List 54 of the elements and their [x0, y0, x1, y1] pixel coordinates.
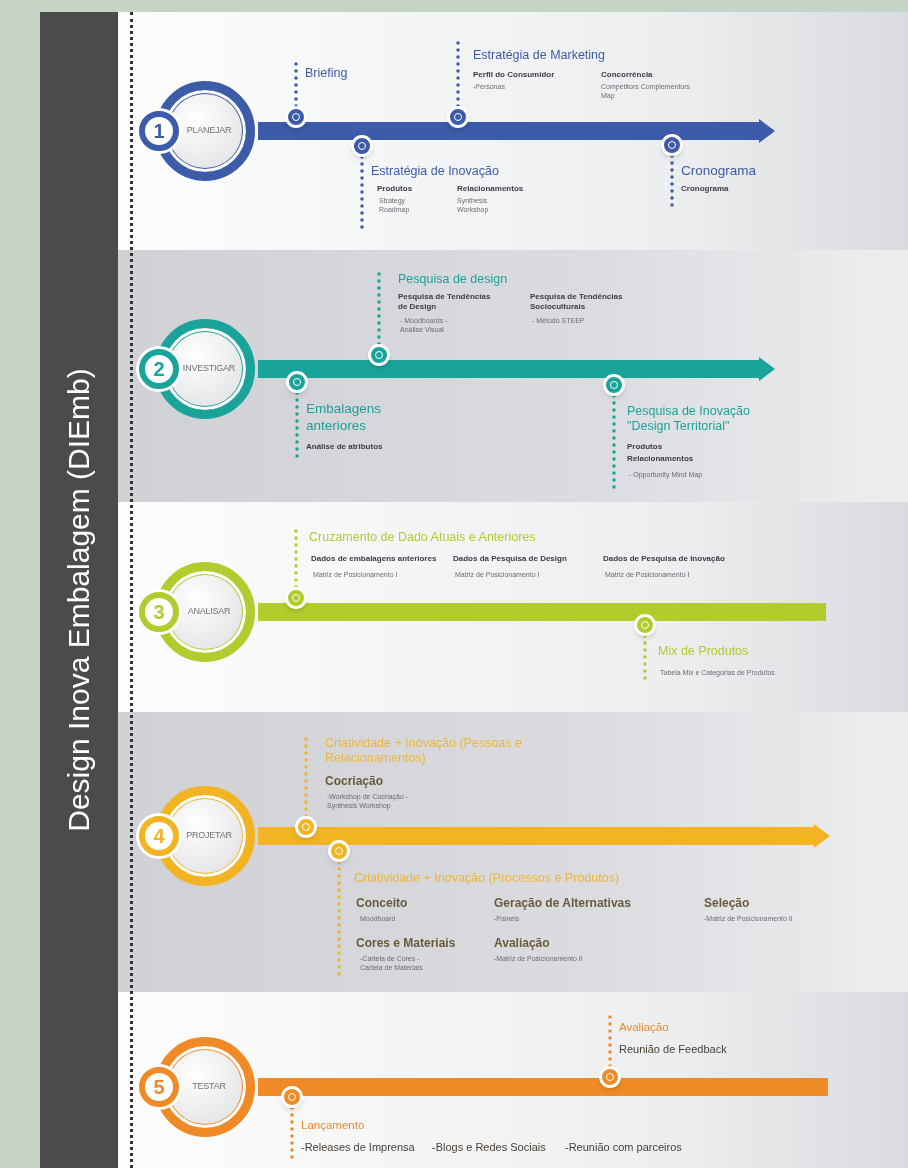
step-subheading: Seleção — [704, 896, 750, 911]
diagram-title: Design Inova Embalagem (DIEmb) — [64, 368, 94, 832]
leader-line — [295, 391, 299, 460]
step-subheading: Produtos — [627, 442, 663, 452]
step-number: 1 — [139, 111, 179, 151]
step-heading: Criatividade + Inovação (Processos e Produtos) — [354, 871, 620, 886]
leader-line — [612, 394, 616, 490]
step-subheading: Produtos — [377, 184, 413, 194]
step-heading: Cronograma — [681, 162, 757, 179]
step-heading: Estratégia de Marketing — [473, 48, 605, 63]
step-item: -Blogs e Redes Sociais — [432, 1140, 546, 1154]
leader-line — [608, 1014, 612, 1068]
timeline-arrow — [258, 119, 775, 143]
step-heading: Mix de Produtos — [658, 644, 749, 659]
step-subheading: Cores e Materiais — [356, 936, 456, 951]
step-subheading: Análise de atributos — [306, 442, 383, 452]
step-subheading: Dados de Pesquisa de Inovação — [603, 554, 725, 564]
step-heading: Briefing — [305, 66, 348, 81]
step-heading: Cruzamento de Dado Atuais e Anteriores — [309, 530, 536, 545]
step-heading: Pesquisa de design — [398, 272, 508, 287]
step-subheading: Perfil do Consumidor — [473, 70, 555, 80]
timeline-band — [258, 1075, 828, 1099]
step-subheading: Dados da Pesquisa de Design — [453, 554, 567, 564]
step-number: 2 — [139, 349, 179, 389]
timeline-band — [258, 600, 826, 624]
timeline-arrow — [258, 824, 830, 848]
step-subheading: Pesquisa de Tendências Socioculturais — [530, 292, 624, 312]
step-subheading: Conceito — [356, 896, 408, 911]
step-heading: Pesquisa de Inovação "Design Territorial" — [627, 404, 751, 434]
step-subheading: Relacionamentos — [627, 454, 694, 464]
step-heading: Lançamento — [301, 1118, 365, 1132]
step-subheading: Cronograma — [681, 184, 729, 194]
step-item: -Releases de Imprensa — [301, 1140, 415, 1154]
step-subheading: Cocriação — [325, 774, 384, 789]
step-number: 3 — [139, 592, 179, 632]
step-subheading: Geração de Alternativas — [494, 896, 631, 911]
step-heading: Criatividade + Inovação (Pessoas e Relacionamentos) — [325, 736, 523, 766]
step-heading: Embalagens anteriores — [306, 400, 383, 434]
step-subheading: Concorrência — [601, 70, 653, 80]
step-item: Reunião de Feedback — [619, 1042, 727, 1056]
step-subheading: Pesquisa de Tendências de Design — [398, 292, 492, 312]
step-item: -Reunião com parceiros — [565, 1140, 682, 1154]
leader-line — [670, 154, 674, 210]
step-heading: Estratégia de Inovação — [371, 164, 499, 179]
leader-line — [456, 40, 460, 108]
leader-line — [294, 60, 298, 108]
step-subheading: Relacionamentos — [457, 184, 524, 194]
step-subheading: Avaliação — [494, 936, 550, 951]
step-heading: Avaliação — [619, 1020, 669, 1034]
step-number: 4 — [139, 816, 179, 856]
step-subheading: Dados de embalagens anteriores — [311, 554, 437, 564]
step-number: 5 — [139, 1067, 179, 1107]
timeline-arrow — [258, 357, 775, 381]
leader-line — [294, 526, 298, 589]
